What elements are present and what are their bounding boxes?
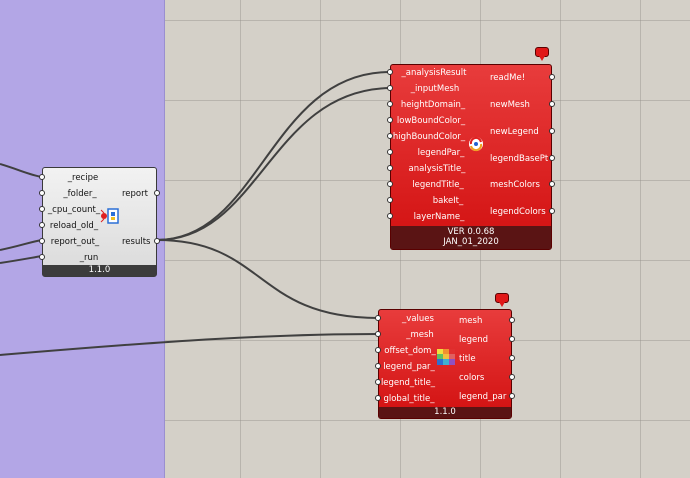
grip-legend-in-1[interactable] <box>387 85 393 91</box>
input-report-out: report_out_ <box>50 237 100 247</box>
input-input-mesh: _inputMesh <box>410 84 460 94</box>
grip-recipe-in-5[interactable] <box>39 254 45 260</box>
input-legend-title-heatmap: legend_title_ <box>380 378 436 388</box>
output-mesh-colors: meshColors <box>490 180 540 190</box>
output-title: title <box>459 354 476 364</box>
input-cpu-count: _cpu_count_ <box>47 205 101 215</box>
grip-legend-in-2[interactable] <box>387 101 393 107</box>
output-colors: colors <box>459 373 485 383</box>
grip-legend-out-2[interactable] <box>549 128 555 134</box>
input-height-domain: heightDomain_ <box>400 100 466 110</box>
recipe-run-component[interactable]: _recipe _folder_ _cpu_count_ reload_old_… <box>42 167 157 277</box>
wire-left-recipe <box>0 163 43 178</box>
wire-left-run <box>0 255 43 264</box>
grip-legend-in-7[interactable] <box>387 181 393 187</box>
grip-recipe-in-2[interactable] <box>39 206 45 212</box>
input-offset-dom: offset_dom_ <box>384 346 436 356</box>
grip-heatmap-in-0[interactable] <box>375 315 381 321</box>
input-legend-par: legendPar_ <box>417 148 465 158</box>
grip-legend-in-4[interactable] <box>387 133 393 139</box>
wire-left-mesh <box>0 333 379 356</box>
grip-legend-in-8[interactable] <box>387 197 393 203</box>
input-high-bound-color: highBoundColor_ <box>392 132 466 142</box>
recipe-version-footer: 1.1.0 <box>43 265 156 276</box>
grip-heatmap-in-4[interactable] <box>375 379 381 385</box>
grip-heatmap-in-2[interactable] <box>375 347 381 353</box>
grip-legend-in-5[interactable] <box>387 149 393 155</box>
output-results: results <box>122 237 151 247</box>
input-legend-par-heatmap: legend_par_ <box>383 362 435 372</box>
heatmap-warning-bubble[interactable] <box>495 293 509 307</box>
grip-heatmap-out-3[interactable] <box>509 374 515 380</box>
output-legend-base-pt: legendBasePt <box>490 154 549 164</box>
input-legend-title: legendTitle_ <box>412 180 464 190</box>
grip-heatmap-in-5[interactable] <box>375 395 381 401</box>
heatmap-version-footer: 1.1.0 <box>379 407 511 418</box>
run-simulation-icon <box>100 208 119 224</box>
output-legend-colors: legendColors <box>490 207 546 217</box>
heatmap-grid-icon <box>437 349 455 365</box>
input-low-bound-color: lowBoundColor_ <box>396 116 466 126</box>
grip-legend-in-3[interactable] <box>387 117 393 123</box>
grip-heatmap-out-0[interactable] <box>509 317 515 323</box>
grip-legend-out-4[interactable] <box>549 181 555 187</box>
input-mesh: _mesh <box>406 330 434 340</box>
input-analysis-title: analysisTitle_ <box>408 164 466 174</box>
legend-version-line2: JAN_01_2020 <box>443 237 499 247</box>
grip-recipe-in-4[interactable] <box>39 238 45 244</box>
grip-legend-in-0[interactable] <box>387 69 393 75</box>
wire-results-values <box>156 239 379 319</box>
legend-warning-bubble[interactable] <box>535 47 549 61</box>
grip-recipe-in-0[interactable] <box>39 174 45 180</box>
grip-heatmap-out-4[interactable] <box>509 393 515 399</box>
grip-heatmap-out-2[interactable] <box>509 355 515 361</box>
grip-legend-out-0[interactable] <box>549 74 555 80</box>
input-reload-old: reload_old_ <box>49 221 99 231</box>
spatial-heatmap-component[interactable]: _values _mesh offset_dom_ legend_par_ le… <box>378 309 512 419</box>
legend-version-line1: VER 0.0.68 <box>447 227 495 237</box>
output-new-mesh: newMesh <box>490 100 530 110</box>
grip-recipe-out-1[interactable] <box>154 238 160 244</box>
input-recipe: _recipe <box>67 173 99 183</box>
wire-left-report-out <box>0 239 43 251</box>
grip-heatmap-in-1[interactable] <box>375 331 381 337</box>
grip-heatmap-in-3[interactable] <box>375 363 381 369</box>
grip-recipe-in-1[interactable] <box>39 190 45 196</box>
recolor-mesh-icon <box>469 136 483 152</box>
analysis-legend-component[interactable]: _analysisResult _inputMesh heightDomain_… <box>390 64 552 250</box>
output-report: report <box>122 189 148 199</box>
output-legend: legend <box>459 335 488 345</box>
input-bake-it: bakeIt_ <box>432 196 464 206</box>
output-new-legend: newLegend <box>490 127 539 137</box>
wire-results-inputmesh <box>156 87 391 241</box>
grip-legend-out-3[interactable] <box>549 155 555 161</box>
input-analysis-result: _analysisResult <box>401 68 467 78</box>
grip-legend-out-1[interactable] <box>549 101 555 107</box>
output-mesh: mesh <box>459 316 483 326</box>
input-layer-name: layerName_ <box>413 212 465 222</box>
grip-recipe-in-3[interactable] <box>39 222 45 228</box>
legend-version-footer: VER 0.0.68 JAN_01_2020 <box>391 226 551 249</box>
grip-recipe-out-0[interactable] <box>154 190 160 196</box>
grip-legend-out-5[interactable] <box>549 208 555 214</box>
output-legend-par: legend_par <box>459 392 507 402</box>
grip-legend-in-6[interactable] <box>387 165 393 171</box>
output-readme: readMe! <box>490 73 526 83</box>
input-folder: _folder_ <box>63 189 97 199</box>
input-values: _values <box>402 314 434 324</box>
grip-heatmap-out-1[interactable] <box>509 336 515 342</box>
input-global-title: global_title_ <box>383 394 435 404</box>
grip-legend-in-9[interactable] <box>387 213 393 219</box>
input-run: _run <box>79 253 99 263</box>
